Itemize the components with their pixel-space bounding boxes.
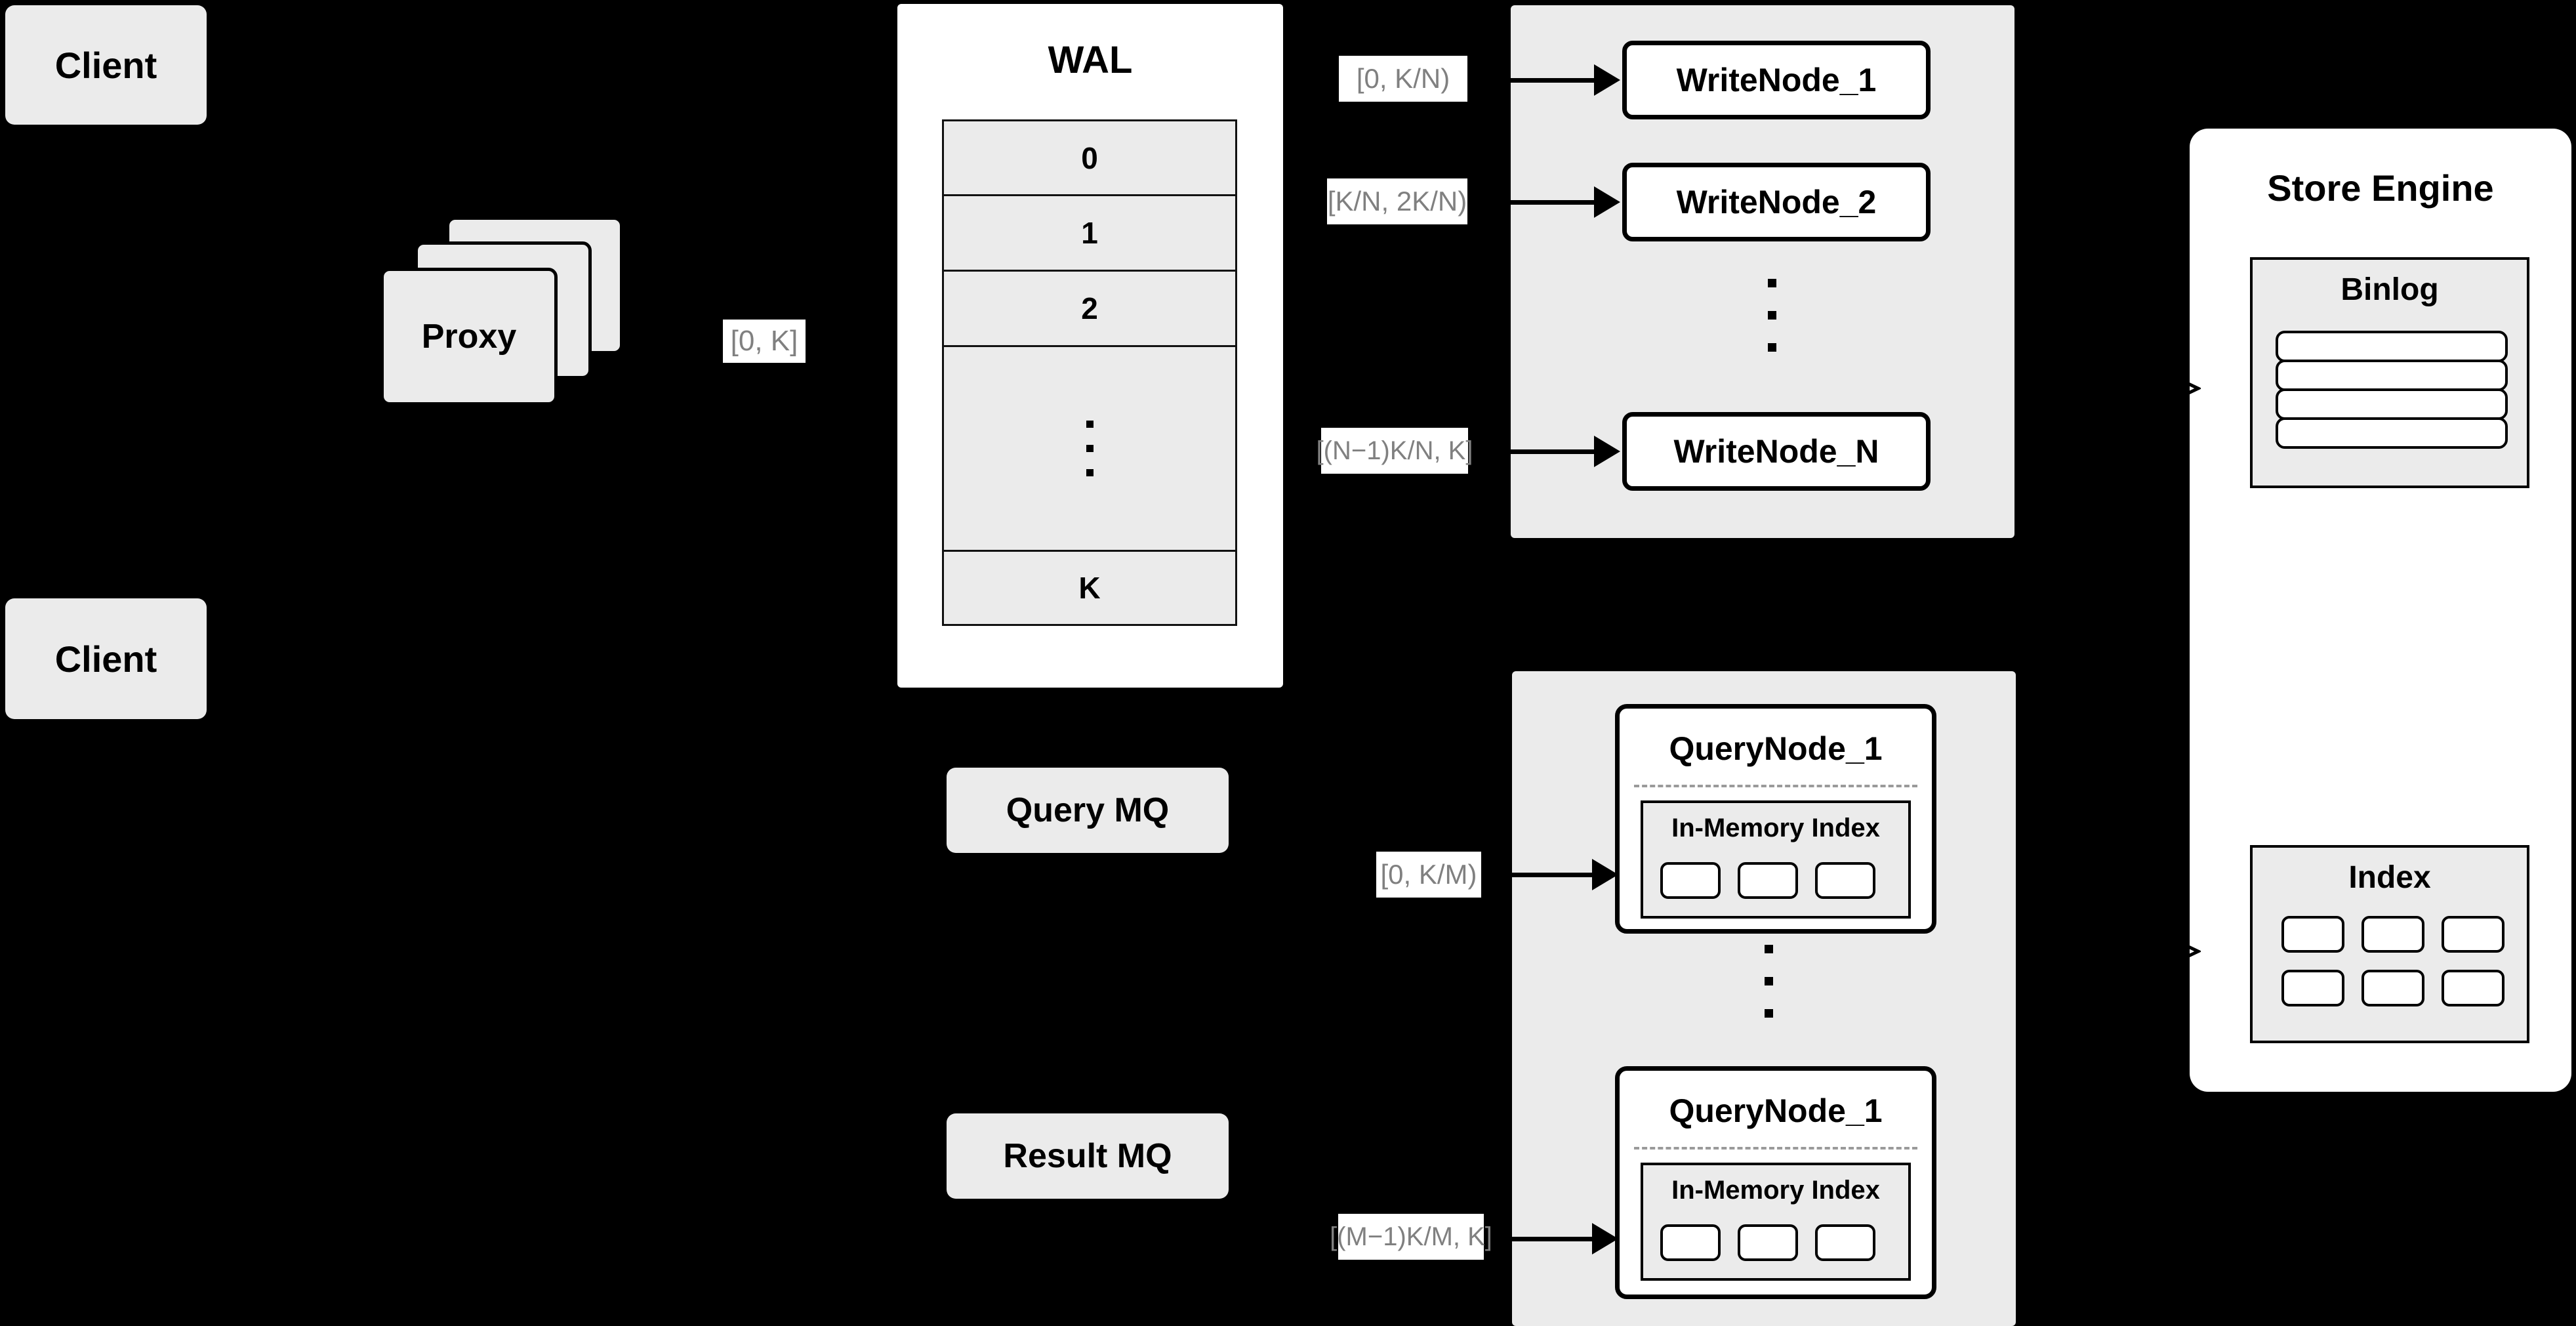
- binlog-box: Binlog: [2250, 257, 2529, 488]
- arrowhead-query-node-1: [1592, 859, 1618, 890]
- binlog-title: Binlog: [2341, 272, 2439, 307]
- store-engine-panel: Store Engine Binlog Index: [2190, 129, 2571, 1092]
- query-node-1[interactable]: QueryNode_1 In-Memory Index: [1615, 704, 1936, 934]
- arrowhead-write-node-n: [1594, 436, 1620, 467]
- ellipsis-dot: [1768, 311, 1776, 320]
- wal-panel: WAL 0 1 2 K: [897, 4, 1283, 688]
- query-node-ellipsis: [1765, 945, 1773, 1018]
- ellipsis-dot: [1765, 977, 1773, 985]
- ellipsis-dot: [1765, 945, 1773, 953]
- index-segment[interactable]: [1738, 1224, 1798, 1261]
- index-cell[interactable]: [2442, 970, 2504, 1006]
- index-cell[interactable]: [2442, 916, 2504, 953]
- query-node-1-in-memory-index: In-Memory Index: [1641, 800, 1911, 919]
- query-mq-box[interactable]: Query MQ: [947, 768, 1229, 853]
- index-title: Index: [2348, 860, 2431, 895]
- index-segment[interactable]: [1738, 862, 1798, 899]
- client-box-2[interactable]: Client: [5, 598, 207, 719]
- query-node-1-divider: [1634, 785, 1917, 787]
- index-segment[interactable]: [1815, 862, 1875, 899]
- write-node-ellipsis: [1768, 279, 1776, 352]
- arrow-to-write-node-n: [1504, 449, 1599, 454]
- wal-row-ellipsis: [944, 347, 1235, 552]
- proxy-label: Proxy: [421, 318, 517, 356]
- client-box-1[interactable]: Client: [5, 5, 207, 125]
- result-mq-label: Result MQ: [1003, 1137, 1172, 1175]
- binlog-row[interactable]: [2276, 331, 2508, 362]
- query-node-m-divider: [1634, 1147, 1917, 1150]
- write-node-n-range-label: [(N−1)K/N, K]: [1317, 428, 1473, 474]
- write-node-n[interactable]: WriteNode_N: [1622, 412, 1931, 491]
- store-engine-title: Store Engine: [2267, 167, 2494, 209]
- arrowhead-write-node-2: [1594, 186, 1620, 218]
- query-node-m-range-label: [(M−1)K/M, K]: [1330, 1214, 1492, 1260]
- binlog-row[interactable]: [2276, 360, 2508, 391]
- arrowhead-write-node-1: [1594, 64, 1620, 96]
- write-node-2[interactable]: WriteNode_2: [1622, 163, 1931, 241]
- proxy-range-label: [0, K]: [723, 320, 806, 363]
- binlog-row[interactable]: [2276, 417, 2508, 449]
- index-segment[interactable]: [1815, 1224, 1875, 1261]
- in-memory-index-title-2: In-Memory Index: [1671, 1176, 1880, 1205]
- wal-entry-table: 0 1 2 K: [942, 119, 1237, 626]
- arrow-to-binlog: [2148, 387, 2176, 390]
- arrowhead-index-open: [2169, 936, 2201, 967]
- arrow-to-write-node-1: [1504, 78, 1599, 83]
- write-node-2-range-label: [K/N, 2K/N): [1327, 178, 1467, 224]
- query-mq-label: Query MQ: [1006, 791, 1170, 829]
- arrow-to-index: [2148, 950, 2176, 953]
- write-node-1-range-label: [0, K/N): [1339, 56, 1467, 102]
- query-node-m-title: QueryNode_1: [1669, 1092, 1883, 1129]
- proxy-card-front[interactable]: Proxy: [380, 268, 558, 405]
- wal-row-1[interactable]: 1: [944, 196, 1235, 272]
- arrow-to-write-node-2: [1504, 200, 1599, 205]
- query-node-1-range-label: [0, K/M): [1376, 852, 1481, 898]
- index-segment[interactable]: [1660, 862, 1721, 899]
- index-cell[interactable]: [2361, 970, 2424, 1006]
- index-cell[interactable]: [2361, 916, 2424, 953]
- query-node-1-title: QueryNode_1: [1669, 730, 1883, 767]
- query-node-m[interactable]: QueryNode_1 In-Memory Index: [1615, 1066, 1936, 1299]
- client-label-1: Client: [54, 44, 157, 86]
- ellipsis-dot: [1086, 469, 1094, 476]
- index-cell[interactable]: [2281, 970, 2344, 1006]
- ellipsis-dot: [1768, 343, 1776, 352]
- client-label-2: Client: [54, 638, 157, 680]
- wal-row-k[interactable]: K: [1078, 571, 1101, 605]
- in-memory-index-title-1: In-Memory Index: [1671, 814, 1880, 842]
- arrow-to-query-node-m: [1506, 1237, 1601, 1241]
- ellipsis-dot: [1768, 279, 1776, 287]
- result-mq-box[interactable]: Result MQ: [947, 1113, 1229, 1199]
- query-node-m-in-memory-index: In-Memory Index: [1641, 1163, 1911, 1281]
- write-node-1[interactable]: WriteNode_1: [1622, 41, 1931, 119]
- arrowhead-query-node-m: [1592, 1223, 1618, 1254]
- arrowhead-binlog-open: [2169, 373, 2201, 404]
- index-cell[interactable]: [2281, 916, 2344, 953]
- wal-row-2[interactable]: 2: [944, 272, 1235, 347]
- proxy-stack[interactable]: Proxy: [380, 217, 676, 433]
- wal-title: WAL: [1048, 39, 1133, 81]
- ellipsis-dot: [1086, 445, 1094, 452]
- ellipsis-dot: [1765, 1009, 1773, 1018]
- ellipsis-dot: [1086, 421, 1094, 428]
- index-segment[interactable]: [1660, 1224, 1721, 1261]
- arrow-to-query-node-1: [1506, 873, 1601, 877]
- index-box: Index: [2250, 845, 2529, 1043]
- binlog-row[interactable]: [2276, 388, 2508, 420]
- wal-row-0[interactable]: 0: [944, 121, 1235, 196]
